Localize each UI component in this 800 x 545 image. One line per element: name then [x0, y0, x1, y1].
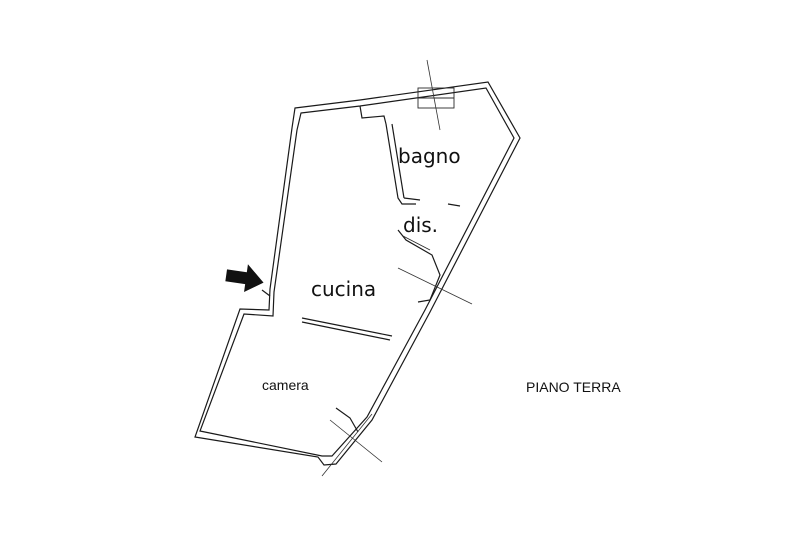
dis-door — [397, 229, 473, 305]
room-label-cucina: cucina — [311, 277, 376, 301]
room-label-bagno: bagno — [398, 144, 461, 168]
north-window — [417, 59, 455, 131]
bagno-walls — [359, 105, 461, 207]
entrance-jamb — [261, 289, 271, 297]
floor-label: PIANO TERRA — [526, 379, 621, 395]
room-label-dis: dis. — [403, 213, 438, 237]
camera-window — [321, 407, 383, 477]
room-label-camera: camera — [262, 377, 309, 393]
entrance-arrow-icon — [225, 264, 264, 293]
cucina-partition — [301, 317, 393, 341]
